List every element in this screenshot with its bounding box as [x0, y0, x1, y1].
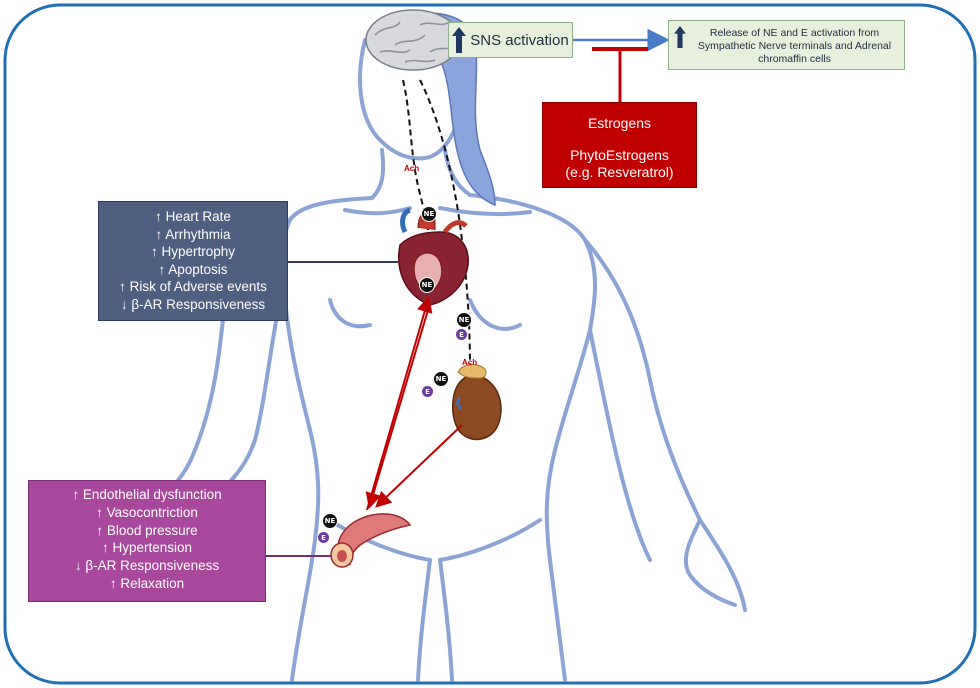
- vessel-effect-item: ↑ Endothelial dysfunction: [29, 486, 265, 504]
- e-badge-vessel: E: [318, 532, 329, 543]
- ne-badge-vessel: NE: [322, 513, 338, 529]
- arrow-heart-to-vessel: [370, 310, 428, 505]
- heart-effect-item: ↑ Heart Rate: [99, 208, 287, 226]
- phytoestrogens-label: PhytoEstrogens: [543, 147, 696, 165]
- vessel-effect-item: ↑ Blood pressure: [29, 522, 265, 540]
- sns-activation-label: SNS activation: [470, 32, 568, 49]
- estrogens-spacer: [543, 133, 696, 147]
- resveratrol-label: (e.g. Resveratrol): [543, 164, 696, 182]
- heart-effect-item: ↑ Hypertrophy: [99, 243, 287, 261]
- ne-badge-heart-top: NE: [421, 206, 437, 222]
- up-arrow-icon: [452, 27, 466, 53]
- vessel-effect-item: ↑ Relaxation: [29, 575, 265, 593]
- brain-icon: [366, 10, 460, 70]
- ne-badge-kidney: NE: [433, 371, 449, 387]
- vessel-effect-item: ↓ β-AR Responsiveness: [29, 557, 265, 575]
- e-badge-below-heart: E: [456, 329, 467, 340]
- vessel-effects-box: ↑ Endothelial dysfunction ↑ Vasocontrict…: [28, 480, 266, 602]
- vessel-effect-item: ↑ Vasocontriction: [29, 504, 265, 522]
- heart-effect-item: ↑ Arrhythmia: [99, 226, 287, 244]
- heart-effect-item: ↑ Apoptosis: [99, 261, 287, 279]
- release-label: Release of NE and E activation from Symp…: [698, 27, 891, 65]
- estrogens-box: Estrogens PhytoEstrogens (e.g. Resveratr…: [542, 102, 697, 188]
- release-box: Release of NE and E activation from Symp…: [668, 20, 905, 70]
- estrogens-label: Estrogens: [543, 115, 696, 133]
- heart-effects-box: ↑ Heart Rate ↑ Arrhythmia ↑ Hypertrophy …: [98, 201, 288, 321]
- arrow-vessel-to-heart: [367, 300, 428, 510]
- ach-label-heart: Ach: [404, 164, 419, 173]
- sns-activation-box: SNS activation: [448, 22, 573, 58]
- ach-label-adrenal: Ach: [462, 358, 477, 367]
- heart-icon: [399, 210, 468, 305]
- heart-effect-item: ↑ Risk of Adverse events: [99, 278, 287, 296]
- ne-badge-heart-inner: NE: [419, 277, 435, 293]
- vessel-effect-item: ↑ Hypertension: [29, 539, 265, 557]
- up-arrow-icon: [674, 26, 686, 48]
- ne-badge-below-heart: NE: [456, 312, 472, 328]
- e-badge-kidney: E: [422, 386, 433, 397]
- heart-effect-item: ↓ β-AR Responsiveness: [99, 296, 287, 314]
